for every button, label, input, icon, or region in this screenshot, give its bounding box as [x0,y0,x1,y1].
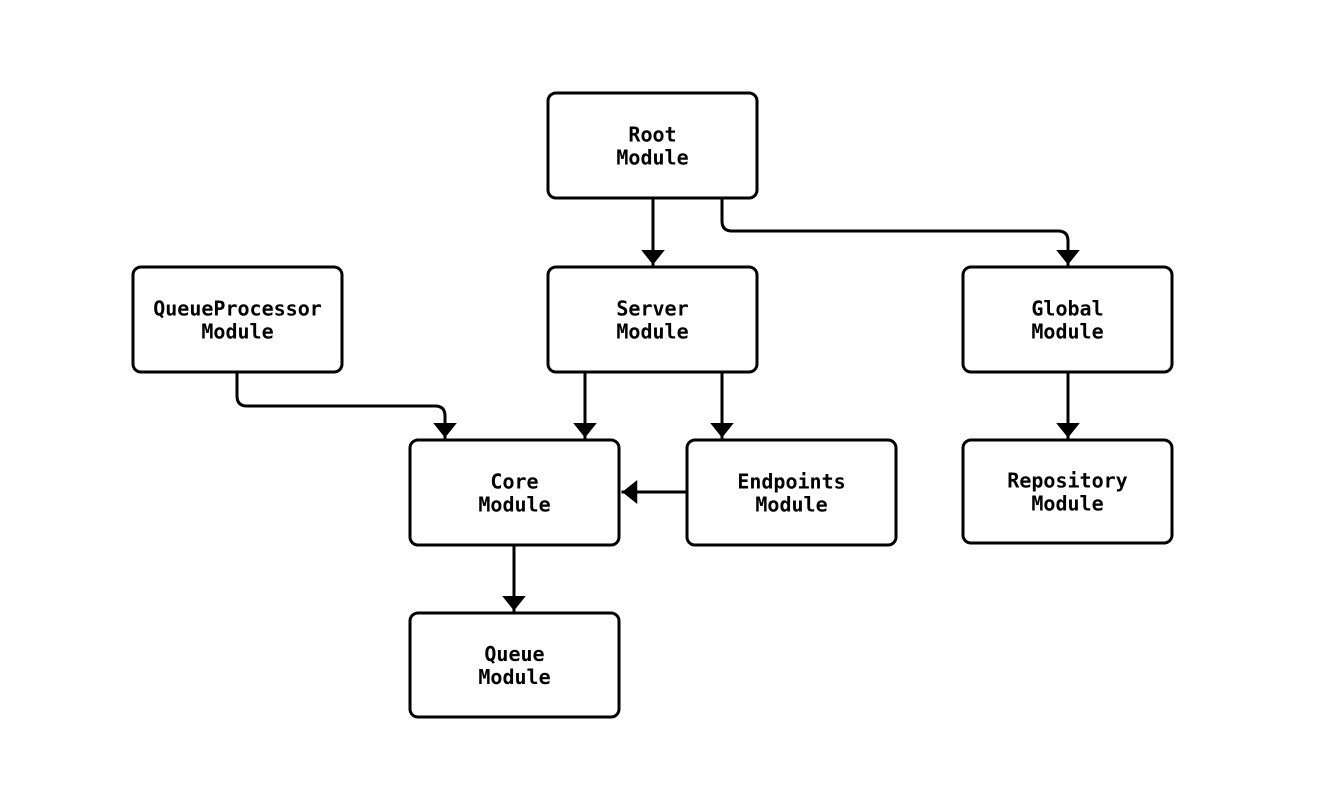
node-box [685,438,898,547]
node-box [131,265,344,374]
edges-layer [235,196,1080,612]
node-box [961,265,1174,374]
node-box [546,265,759,374]
edge-queueprocessor-to-core [235,370,457,439]
node-box [546,91,759,200]
edge-root-to-global [720,196,1080,266]
node-box [408,438,621,547]
node-box [961,438,1174,545]
node-box [408,611,621,719]
